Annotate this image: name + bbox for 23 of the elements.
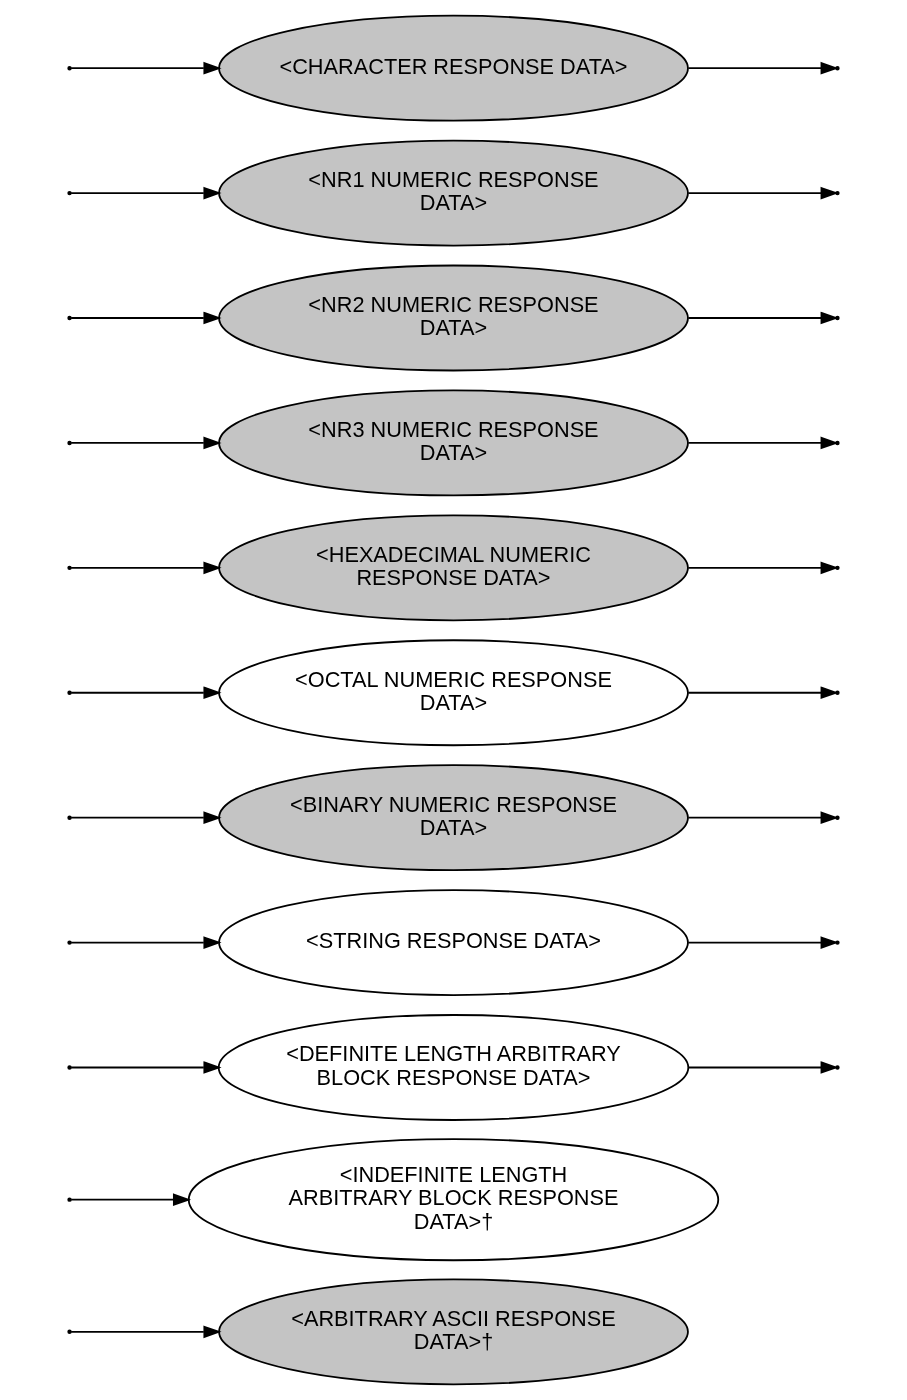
- node-ellipse: <NR2 NUMERIC RESPONSE DATA>: [218, 264, 689, 372]
- arrow: [70, 686, 222, 700]
- node-ellipse: <NR1 NUMERIC RESPONSE DATA>: [218, 139, 689, 247]
- arrow: [70, 936, 222, 949]
- arrow: [70, 436, 222, 450]
- node-ellipse: <DEFINITE LENGTH ARBITRARY BLOCK RESPONSE DATA>: [217, 1014, 690, 1121]
- arrow: [70, 1193, 192, 1206]
- arrow: [70, 61, 222, 75]
- arrow: [687, 811, 839, 824]
- node-ellipse: <NR3 NUMERIC RESPONSE DATA>: [218, 389, 689, 497]
- arrow: [70, 311, 222, 325]
- node-ellipse: <STRING RESPONSE DATA>: [218, 889, 689, 996]
- node-ellipse: <CHARACTER RESPONSE DATA>: [218, 14, 689, 122]
- arrow: [70, 561, 222, 575]
- node-ellipse: <OCTAL NUMERIC RESPONSE DATA>: [218, 639, 689, 747]
- arrow: [70, 1061, 222, 1074]
- arrow: [70, 811, 222, 824]
- node-ellipse: <BINARY NUMERIC RESPONSE DATA>: [218, 764, 689, 872]
- node-ellipse: <HEXADECIMAL NUMERIC RESPONSE DATA>: [218, 514, 689, 622]
- arrow: [70, 1325, 222, 1339]
- arrow: [70, 186, 222, 200]
- node-ellipse: <INDEFINITE LENGTH ARBITRARY BLOCK RESPONSE DATA>†: [187, 1138, 720, 1262]
- node-ellipse: <ARBITRARY ASCII RESPONSE DATA>†: [218, 1278, 689, 1386]
